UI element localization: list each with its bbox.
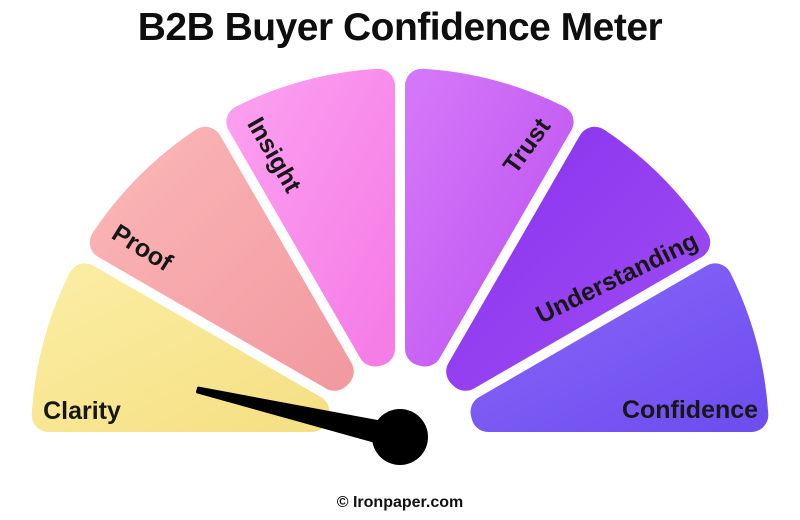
segment-trust [405,68,574,367]
segment-confidence [470,263,769,432]
segment-insight [226,68,395,367]
segment-label-clarity: Clarity [43,397,121,425]
segment-proof [89,126,354,391]
segment-understanding [446,126,711,391]
gauge-needle [196,386,428,465]
needle-hub [372,409,428,465]
segment-label-confidence: Confidence [622,396,758,424]
page-title: B2B Buyer Confidence Meter [137,6,663,49]
attribution: © Ironpaper.com [336,494,464,511]
